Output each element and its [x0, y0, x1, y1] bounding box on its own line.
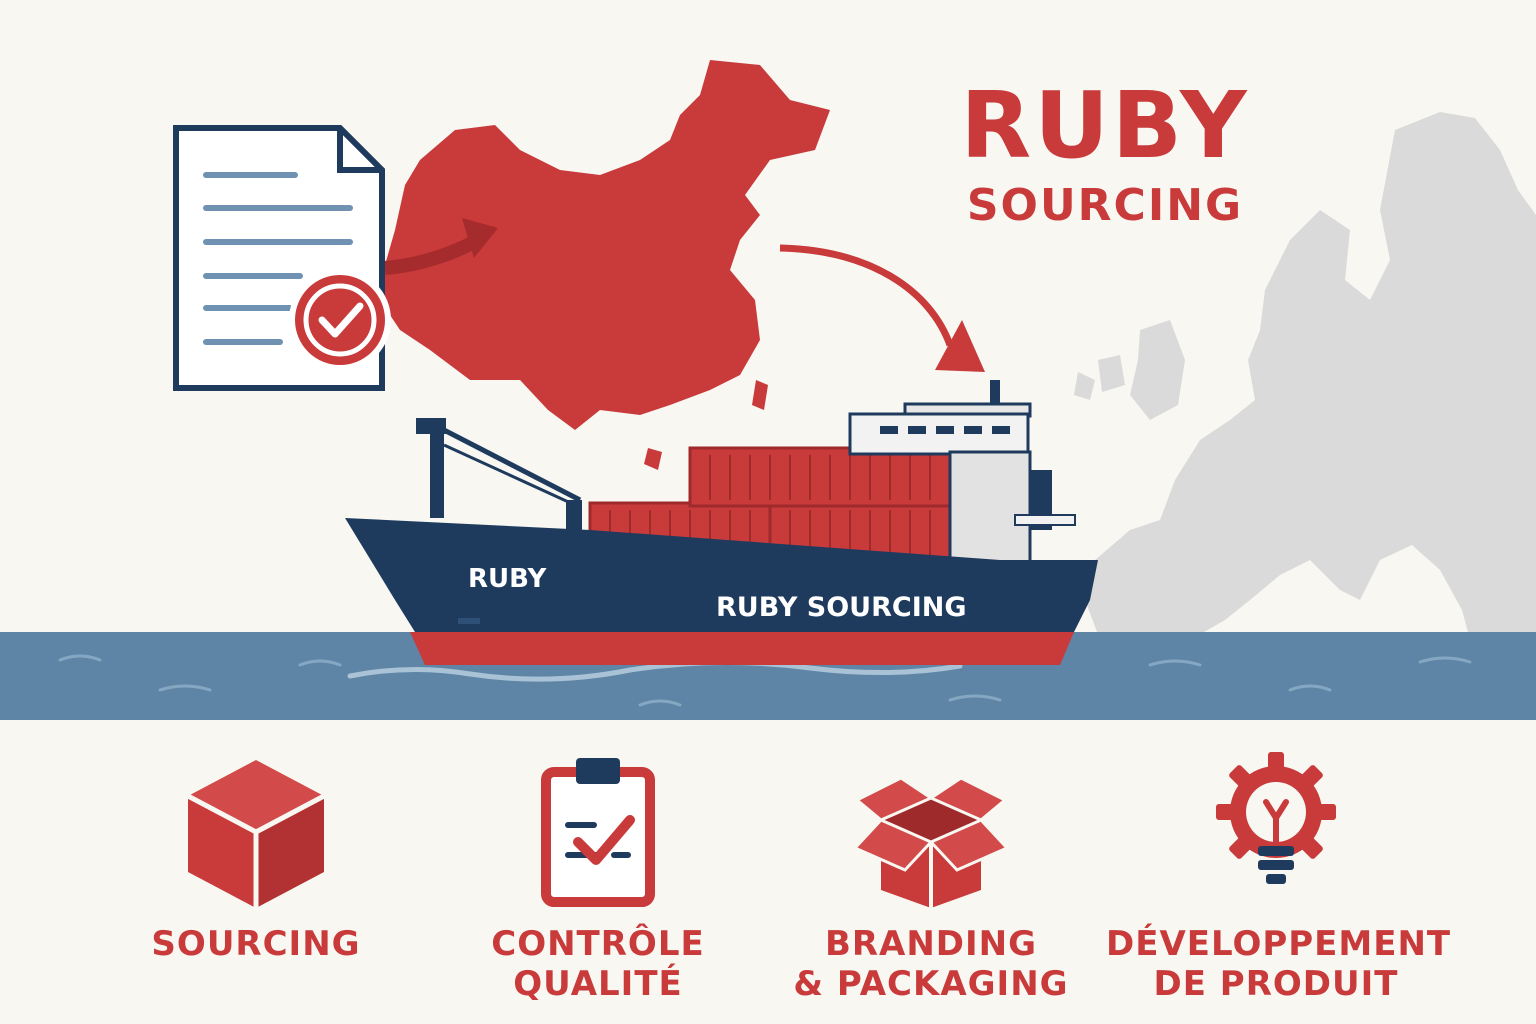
service-branding-packaging: BRANDING & PACKAGING — [761, 740, 1101, 1004]
brand-title: RUBY — [960, 72, 1250, 179]
open-box-icon — [852, 776, 1010, 908]
service-label: SOURCING — [151, 924, 361, 964]
gear-lightbulb-icon — [1216, 752, 1336, 884]
ship-bow-label: RUBY — [468, 564, 548, 594]
brand-logo: RUBY SOURCING — [905, 78, 1305, 234]
services-row: SOURCING CONTRÔLE QUALITÉ BRANDING & PAC… — [0, 740, 1536, 1024]
ship-bridge — [848, 380, 1076, 564]
service-quality-control: CONTRÔLE QUALITÉ — [428, 740, 768, 1004]
service-label: CONTRÔLE QUALITÉ — [491, 924, 705, 1004]
service-product-development: DÉVELOPPEMENT DE PRODUIT — [1106, 740, 1452, 1004]
document-arrow — [384, 218, 498, 275]
cube-box-icon — [186, 760, 326, 908]
cargo-ship: RUBY RUBY SOURCING — [345, 380, 1098, 665]
document-check-icon — [173, 125, 391, 391]
ship-hull-label: RUBY SOURCING — [716, 592, 967, 623]
europe-map — [1074, 112, 1536, 640]
service-sourcing: SOURCING — [86, 740, 426, 964]
route-arrow — [779, 244, 985, 372]
ship-hull — [345, 518, 1098, 640]
brand-subtitle: SOURCING — [966, 180, 1244, 231]
service-label: DÉVELOPPEMENT DE PRODUIT — [1106, 924, 1452, 1004]
sea — [0, 632, 1536, 720]
service-label: BRANDING & PACKAGING — [793, 924, 1069, 1004]
clipboard-check-icon — [541, 758, 655, 907]
china-map — [380, 60, 830, 470]
